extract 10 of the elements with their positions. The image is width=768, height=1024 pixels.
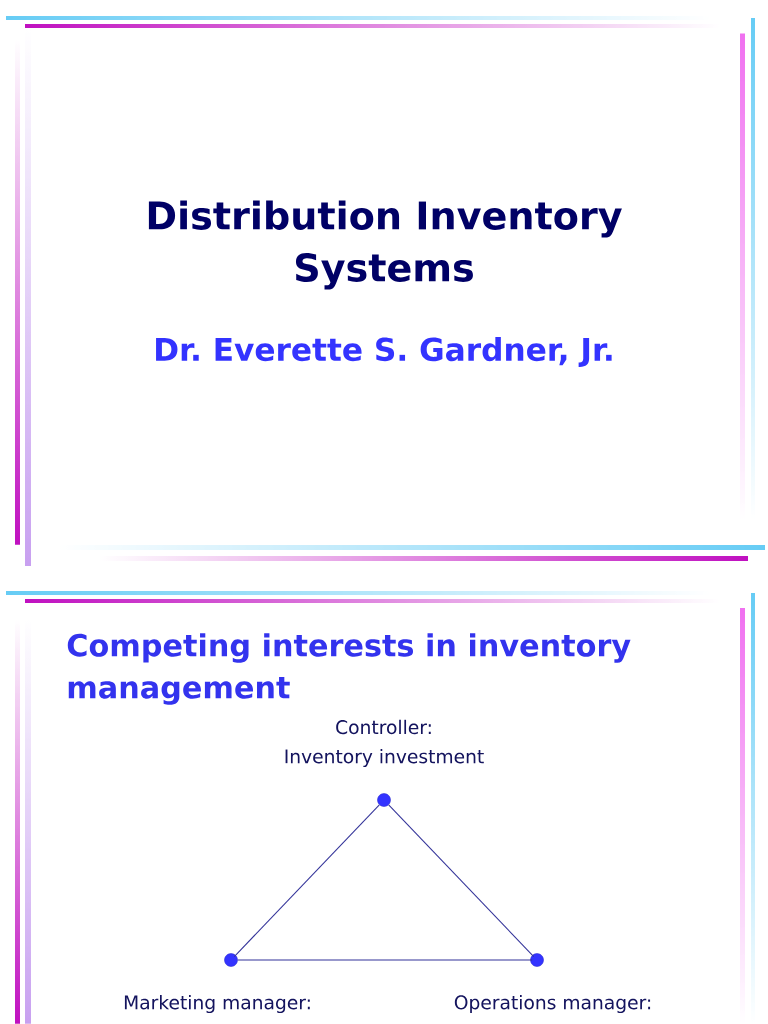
node-label: Operations manager:: [454, 995, 651, 1014]
slide-title: Distribution Inventory Systems: [148, 200, 622, 290]
connector-line: [388, 804, 535, 958]
connector-line: [233, 804, 380, 958]
slide-heading: Competing interests in inventory management: [67, 633, 631, 705]
connector-line: [237, 959, 533, 961]
node-label: Inventory investment: [285, 749, 484, 768]
node-label: Controller:: [336, 719, 431, 735]
author-name: Dr. Everette S. Gardner, Jr.: [156, 337, 612, 367]
node-label: Marketing manager:: [124, 995, 310, 1014]
